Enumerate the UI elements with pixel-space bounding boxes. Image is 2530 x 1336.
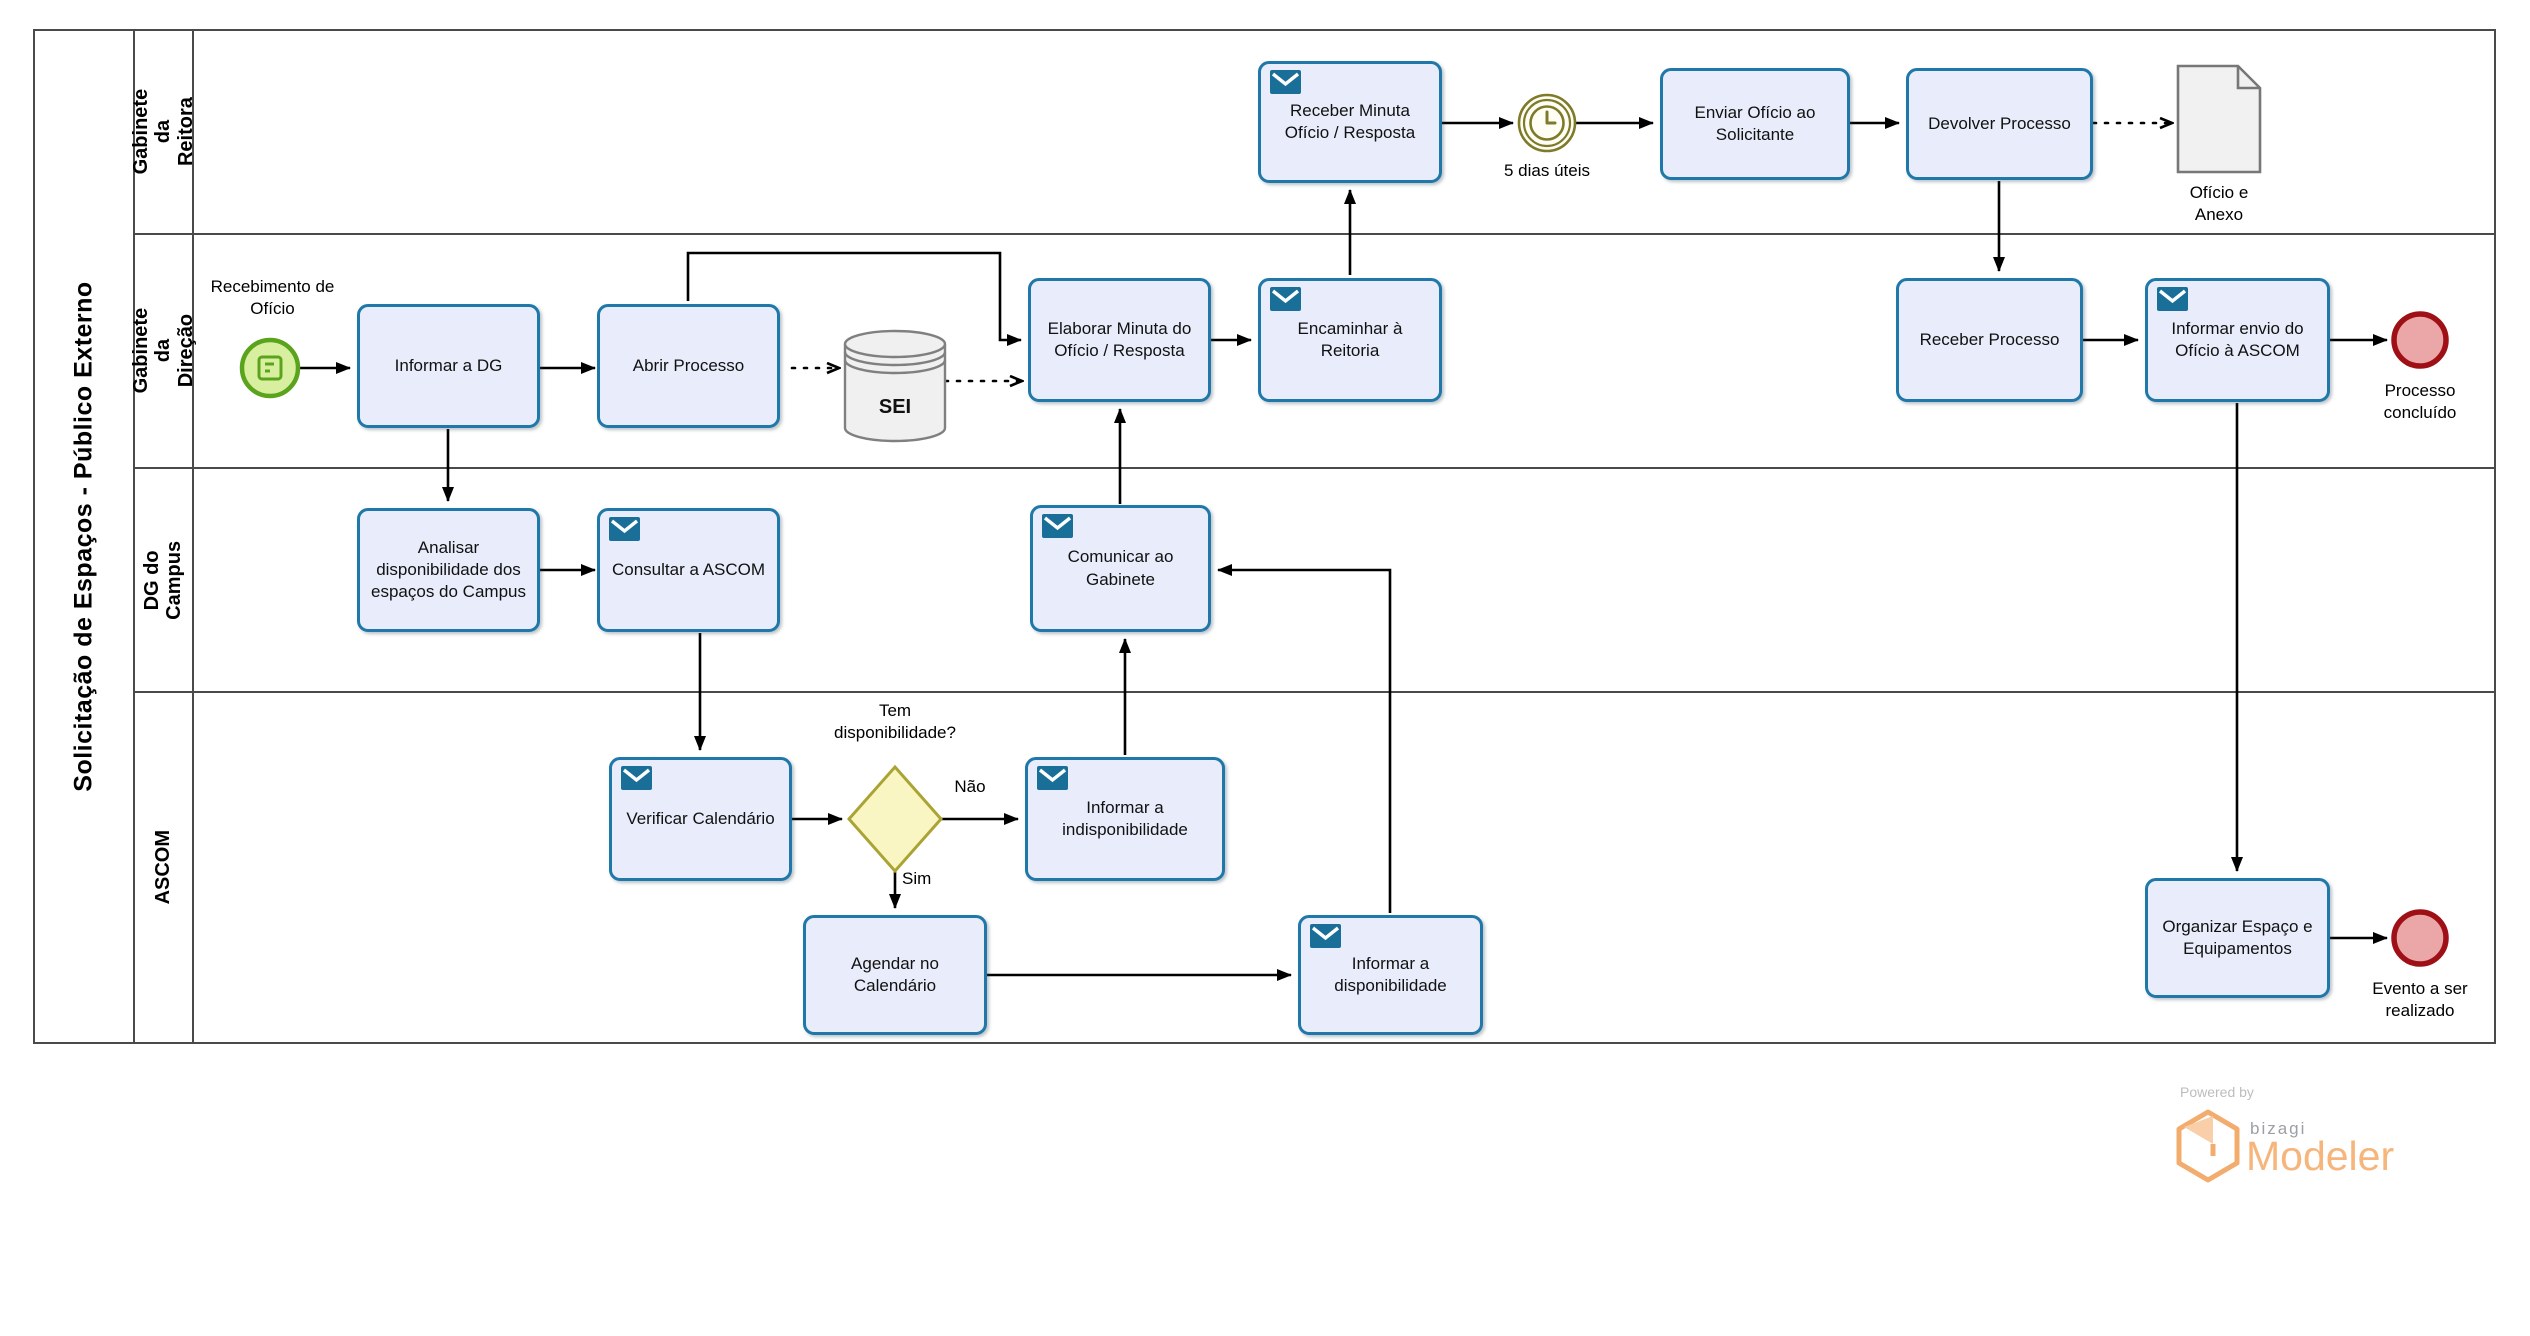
- task-consultar-ascom[interactable]: Consultar a ASCOM: [597, 508, 780, 632]
- lane-label-ascom: ASCOM: [135, 693, 194, 1042]
- message-icon: [609, 517, 640, 541]
- powered-by-text: Powered by: [2180, 1084, 2254, 1100]
- message-icon: [1270, 70, 1301, 94]
- bizagi-wordmark: bizagi: [2250, 1119, 2307, 1138]
- message-icon: [2157, 287, 2188, 311]
- task-receber-minuta[interactable]: Receber Minuta Ofício / Resposta: [1258, 61, 1442, 183]
- task-receber-processo[interactable]: Receber Processo: [1896, 278, 2083, 402]
- task-verificar-calendario[interactable]: Verificar Calendário: [609, 757, 792, 881]
- timer-label: 5 dias úteis: [1504, 161, 1590, 180]
- task-informar-dg[interactable]: Informar a DG: [357, 304, 540, 428]
- flow-label-nao: Não: [954, 777, 986, 796]
- message-icon: [621, 766, 652, 790]
- task-informar-envio-ascom[interactable]: Informar envio do Ofício à ASCOM: [2145, 278, 2330, 402]
- flow-label-sim: Sim: [902, 869, 932, 888]
- lane-label-gabinete-reitora: Gabinete da Reitora: [130, 31, 197, 233]
- pool-title: Solicitação de Espaços - Público Externo: [35, 31, 135, 1042]
- lane-gabinete-reitora: Gabinete da Reitora: [130, 31, 2494, 233]
- end-label-processo-concluido: Processo concluído: [2383, 381, 2457, 423]
- lane-label-gabinete-direcao: Gabinete da Direção: [130, 235, 197, 467]
- message-icon: [1270, 287, 1301, 311]
- task-agendar-calendario[interactable]: Agendar no Calendário: [803, 915, 987, 1035]
- bizagi-logo-icon: [2176, 1109, 2240, 1183]
- document-label: Ofício e Anexo: [2189, 183, 2249, 225]
- pool-title-text: Solicitação de Espaços - Público Externo: [69, 281, 98, 792]
- task-analisar-disponibilidade[interactable]: Analisar disponibilidade dos espaços do …: [357, 508, 540, 632]
- task-elaborar-minuta[interactable]: Elaborar Minuta do Ofício / Resposta: [1028, 278, 1211, 402]
- gateway-question-label: Tem disponibilidade?: [834, 701, 956, 743]
- start-event-label: Recebimento de Ofício: [210, 277, 335, 319]
- lane-label-dg-campus: DG do Campus: [135, 469, 194, 691]
- modeler-wordmark: Modeler: [2246, 1133, 2395, 1179]
- task-informar-indisponibilidade[interactable]: Informar a indisponibilidade: [1025, 757, 1225, 881]
- task-comunicar-gabinete[interactable]: Comunicar ao Gabinete: [1030, 505, 1211, 632]
- end-label-evento-realizado: Evento a ser realizado: [2372, 979, 2468, 1021]
- message-icon: [1042, 514, 1073, 538]
- task-organizar-espaco[interactable]: Organizar Espaço e Equipamentos: [2145, 878, 2330, 998]
- task-abrir-processo[interactable]: Abrir Processo: [597, 304, 780, 428]
- task-informar-disponibilidade[interactable]: Informar a disponibilidade: [1298, 915, 1483, 1035]
- sei-label: SEI: [878, 396, 912, 418]
- lane-gabinete-direcao: Gabinete da Direção: [130, 233, 2494, 467]
- message-icon: [1037, 766, 1068, 790]
- task-encaminhar-reitoria[interactable]: Encaminhar à Reitoria: [1258, 278, 1442, 402]
- lane-dg-campus: DG do Campus: [135, 467, 2494, 691]
- task-enviar-oficio[interactable]: Enviar Ofício ao Solicitante: [1660, 68, 1850, 180]
- task-devolver-processo[interactable]: Devolver Processo: [1906, 68, 2093, 180]
- message-icon: [1310, 924, 1341, 948]
